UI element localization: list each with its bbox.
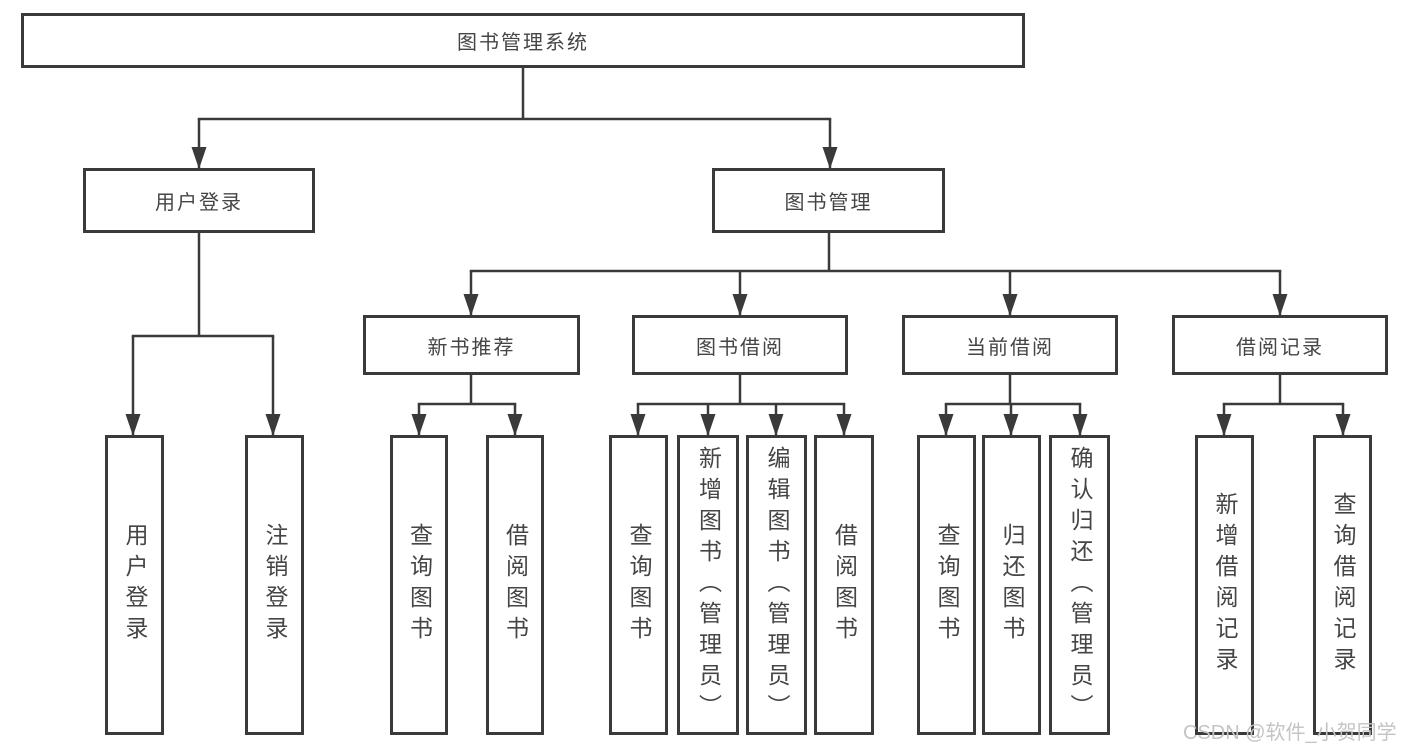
- node-book-borrowing: 图书借阅: [632, 315, 848, 375]
- leaf-newbook-query-books: 查询图书: [390, 435, 448, 735]
- node-label: 查询图书: [626, 523, 652, 647]
- connector-current-borrowing: [938, 373, 1088, 436]
- leaf-borrow-borrow-books: 借阅图书: [814, 435, 874, 735]
- node-label: 查询借阅记录: [1330, 492, 1356, 678]
- connector-root: [191, 68, 838, 169]
- leaf-newbook-borrow-books: 借阅图书: [486, 435, 544, 735]
- node-label: 编辑图书（管理员）: [764, 445, 790, 725]
- leaf-records-query-borrow-record: 查询借阅记录: [1313, 435, 1372, 735]
- node-label: 确认归还（管理员）: [1067, 445, 1093, 725]
- leaf-current-return-books: 归还图书: [982, 435, 1041, 735]
- leaf-borrow-add-books-admin: 新增图书（管理员）: [677, 435, 739, 735]
- node-book-management: 图书管理: [712, 168, 945, 233]
- node-label: 注销登录: [262, 523, 288, 647]
- connector-borrow-records: [1216, 373, 1351, 436]
- node-label: 新书推荐: [427, 336, 516, 359]
- node-root: 图书管理系统: [21, 13, 1025, 68]
- node-label: 当前借阅: [966, 336, 1054, 359]
- node-label: 借阅图书: [502, 523, 529, 647]
- node-label: 图书管理系统: [457, 32, 589, 54]
- node-label: 查询图书: [406, 523, 433, 647]
- node-current-borrowing: 当前借阅: [902, 315, 1118, 375]
- node-label: 新增借阅记录: [1212, 492, 1238, 678]
- leaf-current-query-books: 查询图书: [917, 435, 976, 735]
- connector-book-management: [463, 231, 1288, 316]
- connector-new-book-recommend: [411, 373, 523, 436]
- node-label: 图书借阅: [696, 336, 784, 359]
- leaf-records-add-borrow-record: 新增借阅记录: [1195, 435, 1254, 735]
- node-new-book-recommend: 新书推荐: [363, 315, 580, 375]
- leaf-current-confirm-return-admin: 确认归还（管理员）: [1049, 435, 1110, 735]
- node-label: 图书管理: [784, 192, 873, 214]
- leaf-logout: 注销登录: [245, 435, 304, 735]
- node-label: 查询图书: [934, 523, 960, 647]
- node-user-login: 用户登录: [83, 168, 315, 233]
- node-label: 用户登录: [122, 523, 148, 647]
- connector-user-login: [125, 231, 281, 436]
- node-label: 借阅记录: [1236, 336, 1324, 359]
- leaf-borrow-query-books: 查询图书: [609, 435, 668, 735]
- node-label: 借阅图书: [831, 523, 858, 647]
- node-borrow-records: 借阅记录: [1172, 315, 1388, 375]
- leaf-borrow-edit-books-admin: 编辑图书（管理员）: [746, 435, 807, 735]
- connector-book-borrowing: [630, 373, 852, 436]
- node-label: 新增图书（管理员）: [695, 445, 722, 725]
- leaf-user-login: 用户登录: [105, 435, 164, 735]
- node-label: 用户登录: [155, 192, 243, 214]
- csdn-watermark: CSDN @软件_小贺同学: [1183, 722, 1397, 744]
- node-label: 归还图书: [999, 523, 1025, 647]
